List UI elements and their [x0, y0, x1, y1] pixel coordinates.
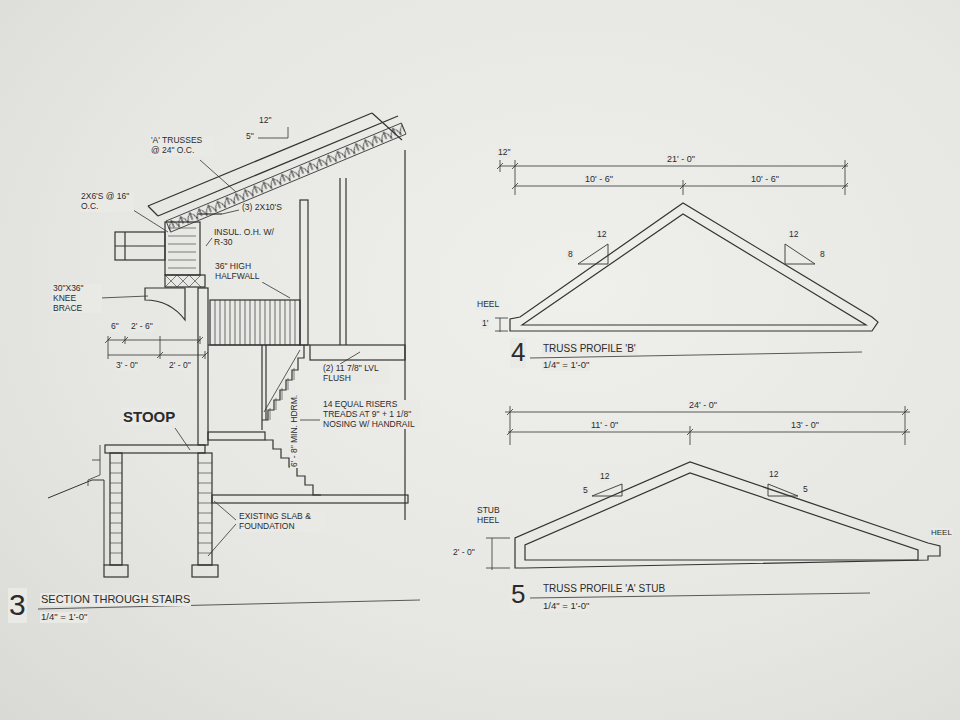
- callout-number: 5: [510, 580, 526, 610]
- scale-label: 1/4" = 1'-0": [40, 612, 88, 623]
- view-title: TRUSS PROFILE 'A' STUB: [542, 583, 666, 595]
- note-label: 14 EQUAL RISERS TREADS AT 9" + 1 1/8" NO…: [322, 400, 420, 429]
- note-label: HEEL: [930, 528, 953, 537]
- slope-number: 8: [567, 250, 574, 260]
- dimension-label: 6' - 8" MIN. HDRM.: [290, 394, 300, 468]
- note-label: STUB HEEL: [476, 506, 510, 526]
- note-label: (3) 2X10'S: [241, 203, 283, 213]
- slope-number: 12: [596, 230, 607, 240]
- dimension-label: 21' - 0": [666, 154, 696, 164]
- dimension-label: 13' - 0": [790, 420, 820, 430]
- dimension-label: 2' - 0": [452, 548, 476, 558]
- dimension-label: 1': [481, 319, 489, 329]
- callout-number: 3: [8, 588, 27, 623]
- slope-number: 8: [819, 250, 826, 260]
- view-title: SECTION THROUGH STAIRS: [40, 593, 191, 606]
- note-label: (2) 11 7/8" LVL FLUSH: [322, 364, 390, 384]
- dimension-label: 24' - 0": [688, 400, 718, 410]
- slope-number: 5": [245, 132, 255, 142]
- note-label: INSUL. O.H. W/ R-30: [213, 228, 277, 248]
- view-title: TRUSS PROFILE 'B': [542, 343, 637, 355]
- scale-label: 1/4" = 1'-0": [542, 601, 590, 612]
- dimension-label: 2' - 6": [130, 322, 154, 332]
- scale-label: 1/4" = 1'-0": [542, 360, 590, 371]
- note-label: HEEL: [476, 300, 500, 310]
- dimension-label: 10' - 6": [584, 174, 614, 184]
- dimension-label: 12": [497, 148, 511, 158]
- dimension-label: 10' - 6": [750, 174, 780, 184]
- slope-number: 5: [582, 486, 589, 496]
- dimension-label: 2' - 0": [168, 361, 192, 371]
- dimension-label: 6": [110, 322, 120, 332]
- callout-number: 4: [510, 338, 526, 368]
- note-label: 30"X36" KNEE BRACE: [52, 284, 102, 313]
- note-label: 36" HIGH HALFWALL: [214, 262, 278, 282]
- note-label: EXISTING SLAB & FOUNDATION: [238, 512, 326, 532]
- slope-number: 12: [768, 470, 779, 480]
- slope-number: 12": [258, 116, 272, 126]
- slope-number: 5: [802, 485, 809, 495]
- note-label: 2X6'S @ 16" O.C.: [80, 192, 134, 212]
- slope-number: 12: [599, 472, 610, 482]
- dimension-label: 3' - 0": [115, 361, 139, 371]
- note-label: 'A' TRUSSES @ 24" O.C.: [150, 136, 214, 156]
- dimension-label: 11' - 0": [590, 420, 619, 430]
- area-label: STOOP: [122, 408, 176, 425]
- slope-number: 12: [788, 230, 799, 240]
